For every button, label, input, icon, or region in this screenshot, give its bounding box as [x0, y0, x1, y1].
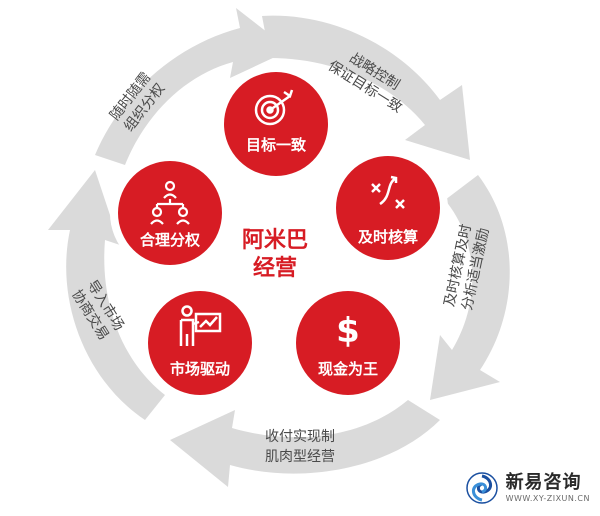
org-chart-icon [150, 180, 190, 225]
node-label: 及时核算 [358, 228, 418, 246]
arrow-segment-bottom [170, 400, 440, 487]
node-label: 目标一致 [246, 136, 307, 154]
dollar-icon: $ [336, 311, 360, 351]
arrow-segment-right [430, 175, 510, 400]
cycle-arrows [48, 8, 510, 487]
center-line1: 阿米巴 [242, 228, 308, 253]
arrow-text-line2: 肌肉型经营 [265, 449, 335, 465]
center-title: 阿米巴 经营 [242, 228, 308, 281]
node-market: 市场驱动 [148, 291, 252, 395]
arrow-segment-top-left [95, 8, 290, 165]
arrow-segment-left [48, 170, 165, 420]
node-goal: 目标一致 [224, 72, 328, 176]
arrow-text-line1: 收付实现制 [265, 429, 335, 445]
node-delegation: 合理分权 [118, 161, 222, 265]
strategy-icon [371, 175, 405, 209]
node-label: 市场驱动 [170, 360, 230, 378]
node-cash: $ 现金为王 [296, 291, 400, 395]
node-circle [336, 156, 440, 260]
node-label: 合理分权 [139, 231, 201, 249]
brand-url: WWW.XY-ZIXUN.CN [505, 493, 590, 503]
brand-logo: 新易咨询 WWW.XY-ZIXUN.CN [465, 471, 590, 504]
node-circle [296, 291, 400, 395]
node-circle [148, 291, 252, 395]
target-icon [254, 89, 294, 126]
node-accounting: 及时核算 [336, 156, 440, 260]
node-label: 现金为王 [318, 360, 378, 378]
center-line2: 经营 [253, 255, 297, 281]
node-circle [118, 161, 222, 265]
brand-swirl-icon [465, 472, 498, 504]
arrow-segment-top-right [262, 15, 470, 161]
arrow-text-cash: 收付实现制 肌肉型经营 [265, 429, 335, 465]
presentation-icon [179, 305, 222, 346]
brand-name: 新易咨询 [505, 471, 582, 493]
